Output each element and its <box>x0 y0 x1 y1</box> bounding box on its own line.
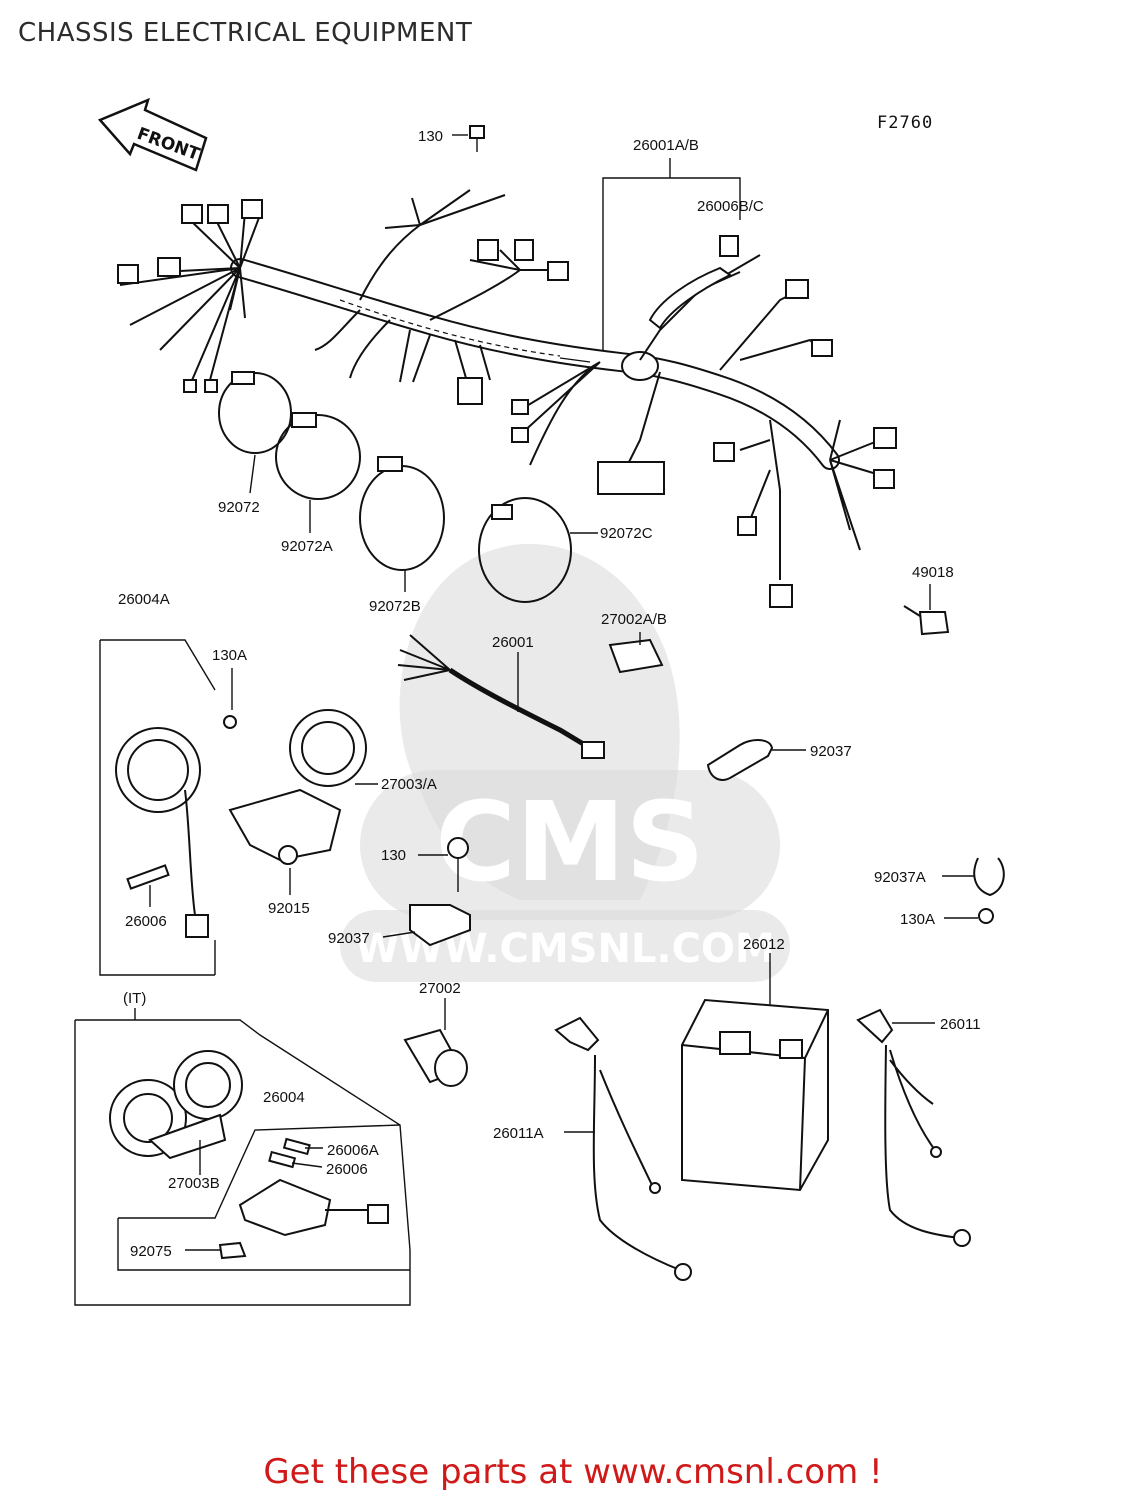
callout-26006a: 26006A <box>327 1142 379 1159</box>
page-title: CHASSIS ELECTRICAL EQUIPMENT <box>18 18 473 48</box>
clamp-92037-right <box>706 739 774 781</box>
callout-92072c: 92072C <box>600 525 653 542</box>
callout-130a-right: 130A <box>900 911 935 928</box>
callout-26012: 26012 <box>743 936 785 953</box>
clamp-92037a <box>973 857 1005 897</box>
leader-lines <box>134 125 978 1251</box>
callout-27003b: 27003B <box>168 1175 220 1192</box>
strap-92072b <box>359 465 445 571</box>
part-number-callouts: 130 26001A/B 26006B/C 92072 92072A 92072… <box>118 128 981 1260</box>
front-direction-arrow: FRONT <box>97 97 208 172</box>
callout-49018: 49018 <box>912 564 954 581</box>
strap-92072a <box>275 414 361 500</box>
callout-130-top: 130 <box>418 128 443 145</box>
battery-26012 <box>681 998 829 1192</box>
fuse-26006a <box>282 1137 311 1156</box>
horn-it-right <box>173 1050 243 1120</box>
callout-26011a: 26011A <box>493 1125 544 1142</box>
group-26004a <box>99 639 367 976</box>
callout-92015: 92015 <box>268 900 310 917</box>
watermark-brand: CMS <box>435 778 704 906</box>
clamp-92037-mid <box>409 904 471 947</box>
callout-27002ab: 27002A/B <box>601 611 667 628</box>
callout-130a-left: 130A <box>212 647 247 664</box>
cable-26011a <box>554 1016 692 1281</box>
bolt-130-mid <box>447 837 469 859</box>
part-49018 <box>903 605 950 636</box>
bracket-26004a <box>99 639 216 976</box>
group-it <box>74 1019 411 1306</box>
bracket-it <box>74 1019 411 1306</box>
callout-92037-right: 92037 <box>810 743 852 760</box>
callout-26006bc: 26006B/C <box>697 198 764 215</box>
sub-harness-26001 <box>397 634 605 759</box>
figure-code: F2760 <box>877 113 933 133</box>
callout-26004a: 26004A <box>118 591 170 608</box>
callout-92072b: 92072B <box>369 598 421 615</box>
horn-bracket <box>228 788 342 862</box>
cable-26011 <box>856 1008 971 1247</box>
callout-26011: 26011 <box>940 1016 981 1033</box>
nut-92015 <box>278 845 298 865</box>
callout-27003a: 27003/A <box>381 776 437 793</box>
fuse-26006-it <box>268 1150 297 1169</box>
callout-92075: 92075 <box>130 1243 172 1260</box>
callout-92072: 92072 <box>218 499 260 516</box>
horn-it-bracket <box>148 1113 227 1160</box>
connector-26006 <box>185 914 209 938</box>
relay-26004 <box>238 1178 332 1237</box>
bolt-130a-left <box>223 715 237 729</box>
callout-26001ab: 26001A/B <box>633 137 699 154</box>
callout-26001: 26001 <box>492 634 534 651</box>
callout-130-mid: 130 <box>381 847 406 864</box>
main-wiring-harness <box>117 189 897 608</box>
callout-26006-left: 26006 <box>125 913 167 930</box>
callout-27002: 27002 <box>419 980 461 997</box>
bolt-130a-right <box>978 908 994 924</box>
strap-92072c <box>478 497 572 603</box>
relay-27002ab <box>608 638 664 674</box>
callout-26004: 26004 <box>263 1089 305 1106</box>
harness-straps <box>218 371 572 603</box>
fuse-26006 <box>126 864 170 890</box>
footer-promo-text: Get these parts at www.cmsnl.com ! <box>263 1452 883 1492</box>
callout-92072a: 92072A <box>281 538 333 555</box>
callout-it: (IT) <box>123 990 146 1007</box>
relay-27002 <box>403 1028 468 1087</box>
callout-92037-mid: 92037 <box>328 930 370 947</box>
nut-92075 <box>218 1241 247 1260</box>
callout-26006-it: 26006 <box>326 1161 368 1178</box>
callout-92037a: 92037A <box>874 869 926 886</box>
